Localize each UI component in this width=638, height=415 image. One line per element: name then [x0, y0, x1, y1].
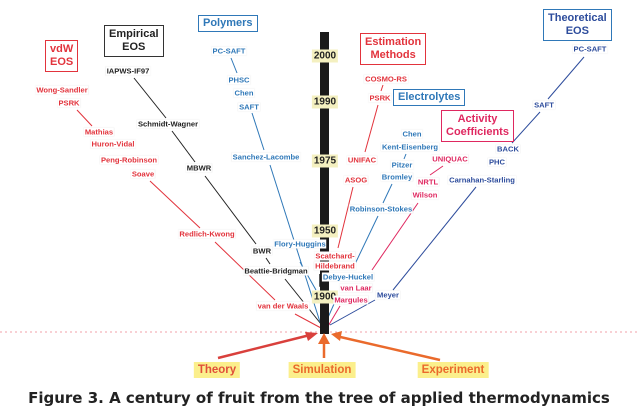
arrow-experiment: [335, 334, 441, 362]
model-label: PHC: [487, 157, 507, 167]
branch-emp-bwr: [265, 257, 271, 265]
category-theoretical-eos: Theoretical EOS: [543, 9, 612, 41]
model-label: Hildebrand: [314, 261, 356, 271]
root-simulation: Simulation: [288, 362, 356, 378]
year-label: 1900: [311, 290, 339, 304]
model-label: UNIQUAC: [431, 154, 469, 164]
branch-act-trunk: [326, 305, 341, 329]
category-empirical-eos: Empirical EOS: [104, 25, 164, 57]
year-label: 1950: [311, 224, 339, 238]
arrow-theory: [217, 332, 315, 360]
root-experiment: Experiment: [417, 362, 489, 378]
category-title-line: Activity: [457, 113, 498, 125]
branch-theo-back: [511, 111, 541, 144]
arrow-simulation-head: [318, 333, 330, 344]
model-label: ASOG: [343, 175, 369, 185]
branch-theo-saft: [547, 56, 585, 100]
model-label: Flory-Huggins: [273, 239, 327, 249]
category-electrolytes: Electrolytes: [393, 89, 466, 106]
branch-emp-iapws: [133, 77, 167, 119]
root-theory: Theory: [193, 362, 241, 378]
branch-poly-phsc: [230, 57, 238, 74]
model-label: Carnahan-Starling: [448, 175, 516, 185]
category-activity-coefficients: Activity Coefficients: [441, 110, 514, 142]
branch-emp-mbwr: [204, 175, 257, 245]
category-title-line: vdW: [50, 43, 74, 55]
category-title-line: Methods: [370, 49, 416, 61]
model-label: BACK: [496, 144, 520, 154]
branch-vdw-trunk: [294, 313, 322, 329]
model-label: PSRK: [368, 93, 392, 103]
category-title-line: Coefficients: [446, 126, 509, 138]
branch-est-unifac: [364, 104, 379, 153]
model-label: NRTL: [416, 177, 440, 187]
model-label: PHSC: [227, 75, 251, 85]
model-label: Meyer: [376, 290, 400, 300]
category-title-line: EOS: [565, 25, 589, 37]
branch-elec-rs: [354, 215, 379, 265]
model-label: Sanchez-Lacombe: [231, 152, 301, 162]
model-label: Beattie-Bridgman: [243, 266, 309, 276]
timeline-trunk: [320, 32, 329, 334]
branch-emp-sw: [171, 130, 196, 163]
model-label: Scatchard-: [314, 251, 356, 261]
model-label: UNIFAC: [346, 155, 378, 165]
year-label: 1975: [311, 154, 339, 168]
branch-poly-saft: [251, 112, 265, 151]
branch-theo-cs: [392, 186, 477, 291]
model-label: PC-SAFT: [572, 44, 608, 54]
model-label: Wilson: [411, 190, 439, 200]
arrow-experiment-head: [331, 331, 342, 341]
branch-elec-pitzer: [403, 153, 407, 160]
branch-elec-bromley: [382, 183, 393, 204]
category-vdw-eos: vdW EOS: [45, 40, 79, 72]
model-label: COSMO-RS: [364, 74, 408, 84]
model-label: Chen: [401, 129, 423, 139]
model-label: MBWR: [185, 163, 213, 173]
branch-vdw-soave: [149, 180, 201, 229]
category-title-line: EOS: [50, 56, 74, 68]
arrow-theory-head: [305, 332, 318, 341]
model-label: Soave: [130, 169, 156, 179]
model-label: SAFT: [238, 102, 260, 112]
model-label: Wong-Sandler: [35, 85, 89, 95]
category-title-line: Empirical: [109, 28, 159, 40]
branch-est-sh: [337, 186, 354, 249]
model-label: Kent-Eisenberg: [380, 142, 440, 152]
model-label: SAFT: [533, 100, 555, 110]
model-label: Margules: [333, 295, 369, 305]
model-label: Bromley: [380, 172, 414, 182]
model-label: PC-SAFT: [211, 46, 247, 56]
category-polymers: Polymers: [198, 15, 258, 32]
model-label: van Laar: [339, 283, 373, 293]
model-label: Schmidt-Wagner: [136, 119, 200, 129]
category-title-line: Theoretical: [548, 12, 607, 24]
model-label: Redlich-Kwong: [178, 229, 236, 239]
branch-est-cosmo: [380, 84, 384, 92]
category-estimation-methods: Estimation Methods: [360, 33, 427, 65]
model-label: PSRK: [57, 98, 81, 108]
model-label: Pitzer: [390, 160, 414, 170]
branch-act-uniquac: [429, 165, 444, 176]
model-label: Mathias: [83, 127, 115, 137]
model-label: Chen: [233, 88, 255, 98]
year-label: 1990: [311, 95, 339, 109]
figure-caption: Figure 3. A century of fruit from the tr…: [28, 389, 610, 407]
model-label: Peng-Robinson: [99, 155, 159, 165]
model-label: BWR: [251, 246, 273, 256]
year-label: 2000: [311, 49, 339, 63]
model-label: IAPWS-IF97: [105, 66, 151, 76]
model-label: van der Waals: [256, 301, 310, 311]
branch-act-wilson: [371, 202, 419, 271]
branch-vdw-psrk: [76, 109, 93, 127]
category-title-line: EOS: [122, 41, 146, 53]
model-label: Debye-Huckel: [321, 272, 375, 282]
category-title-line: Estimation: [365, 36, 422, 48]
model-label: Huron-Vidal: [90, 139, 136, 149]
model-label: Robinson-Stokes: [348, 204, 414, 214]
